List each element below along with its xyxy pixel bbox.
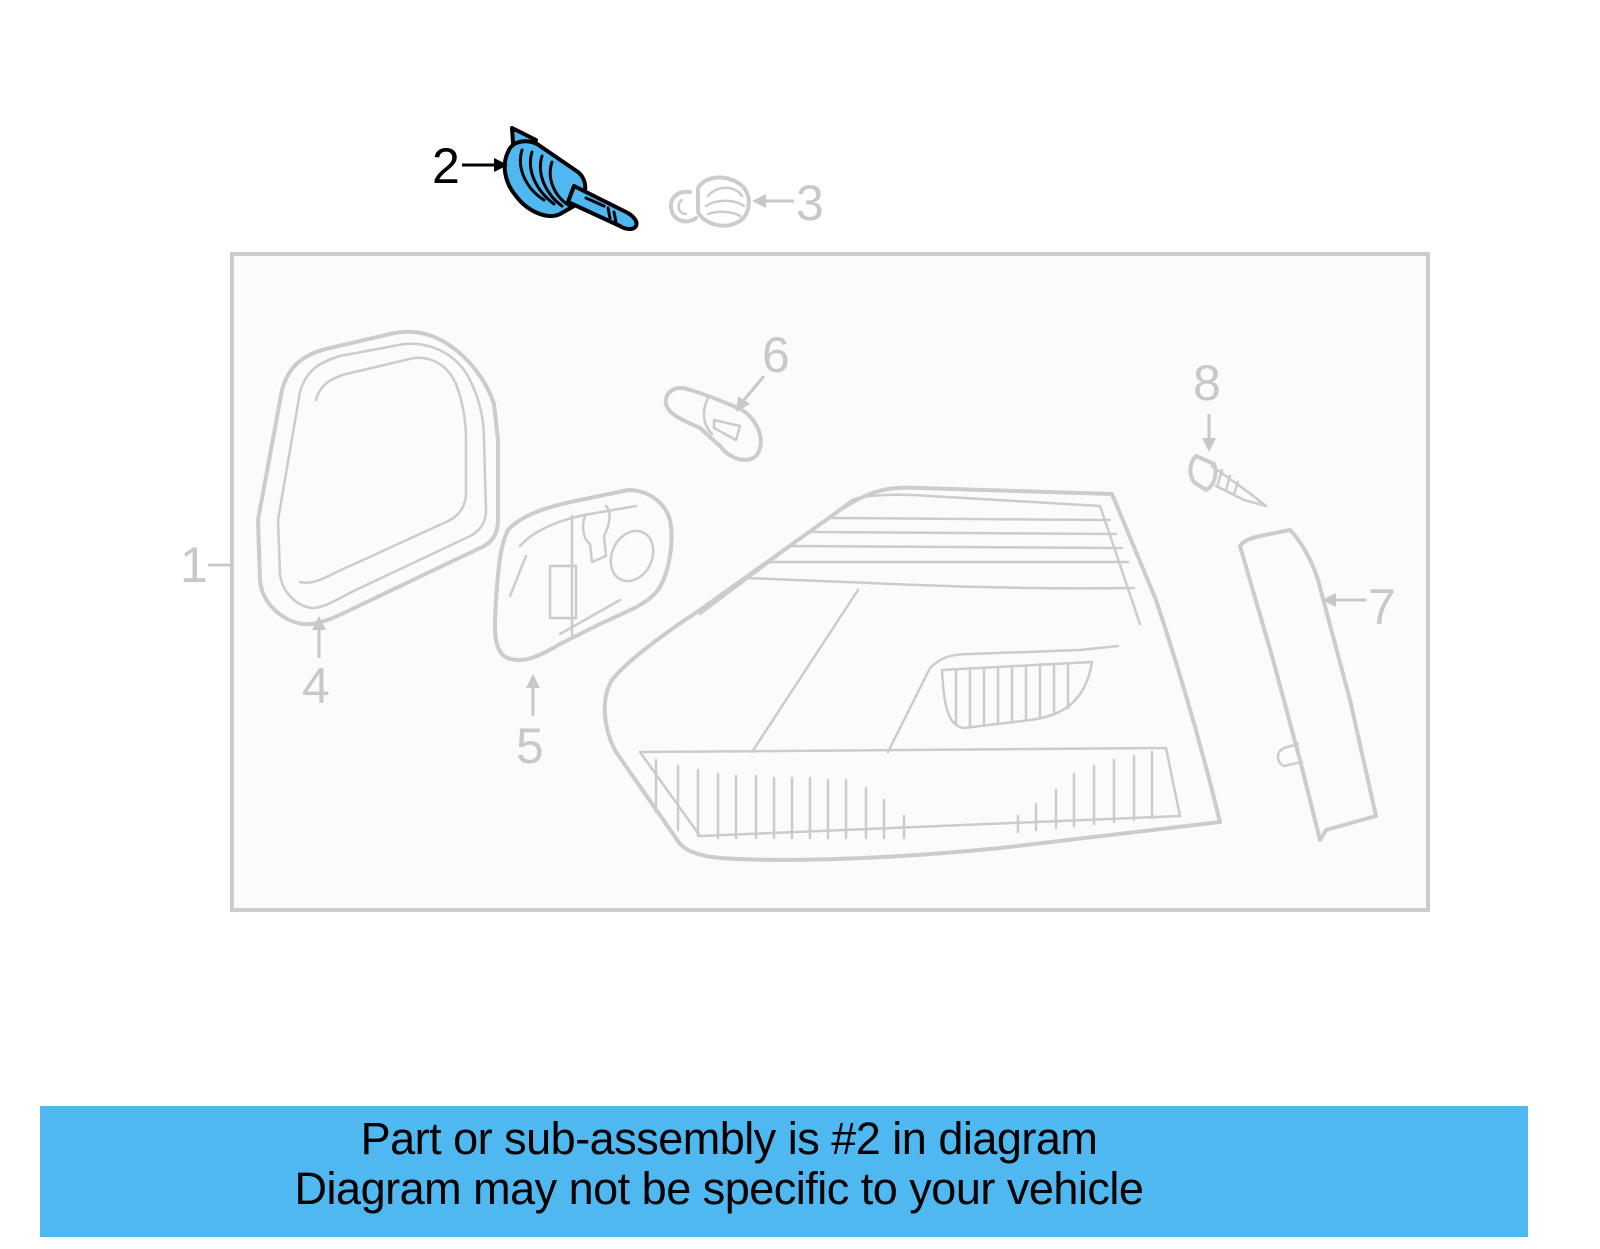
callout-7[interactable]: 7 xyxy=(1322,579,1396,635)
part-6-bulb[interactable] xyxy=(663,385,763,462)
info-banner: Part or sub-assembly is #2 in diagram Di… xyxy=(40,1106,1528,1237)
svg-text:4: 4 xyxy=(302,658,330,714)
part-8-screw[interactable] xyxy=(1188,454,1268,508)
banner-disclaimer: Diagram may not be specific to your vehi… xyxy=(294,1163,1144,1214)
parts-diagram: 1 2 3 4 xyxy=(180,126,1430,912)
callout-2[interactable]: 2 xyxy=(432,138,508,194)
callout-6[interactable]: 6 xyxy=(736,327,790,412)
callout-3[interactable]: 3 xyxy=(752,175,824,231)
callout-8[interactable]: 8 xyxy=(1193,355,1221,452)
banner-part-note: Part or sub-assembly is #2 in diagram xyxy=(360,1113,1098,1164)
svg-text:8: 8 xyxy=(1193,355,1221,411)
svg-text:7: 7 xyxy=(1368,579,1396,635)
svg-text:6: 6 xyxy=(762,327,790,383)
svg-text:2: 2 xyxy=(432,138,460,194)
callout-5[interactable]: 5 xyxy=(516,674,544,774)
part-5-socket-panel[interactable] xyxy=(493,488,674,662)
callout-4[interactable]: 4 xyxy=(302,616,330,714)
part-7-trim[interactable] xyxy=(1238,528,1378,842)
part-4-gasket[interactable] xyxy=(256,329,500,627)
svg-text:5: 5 xyxy=(516,718,544,774)
svg-text:1: 1 xyxy=(180,537,208,593)
callout-1[interactable]: 1 xyxy=(180,537,232,593)
part-3-clip[interactable] xyxy=(669,175,751,228)
svg-text:3: 3 xyxy=(796,175,824,231)
part-2-socket[interactable] xyxy=(502,126,639,231)
part-1-tail-lamp[interactable] xyxy=(602,485,1222,862)
